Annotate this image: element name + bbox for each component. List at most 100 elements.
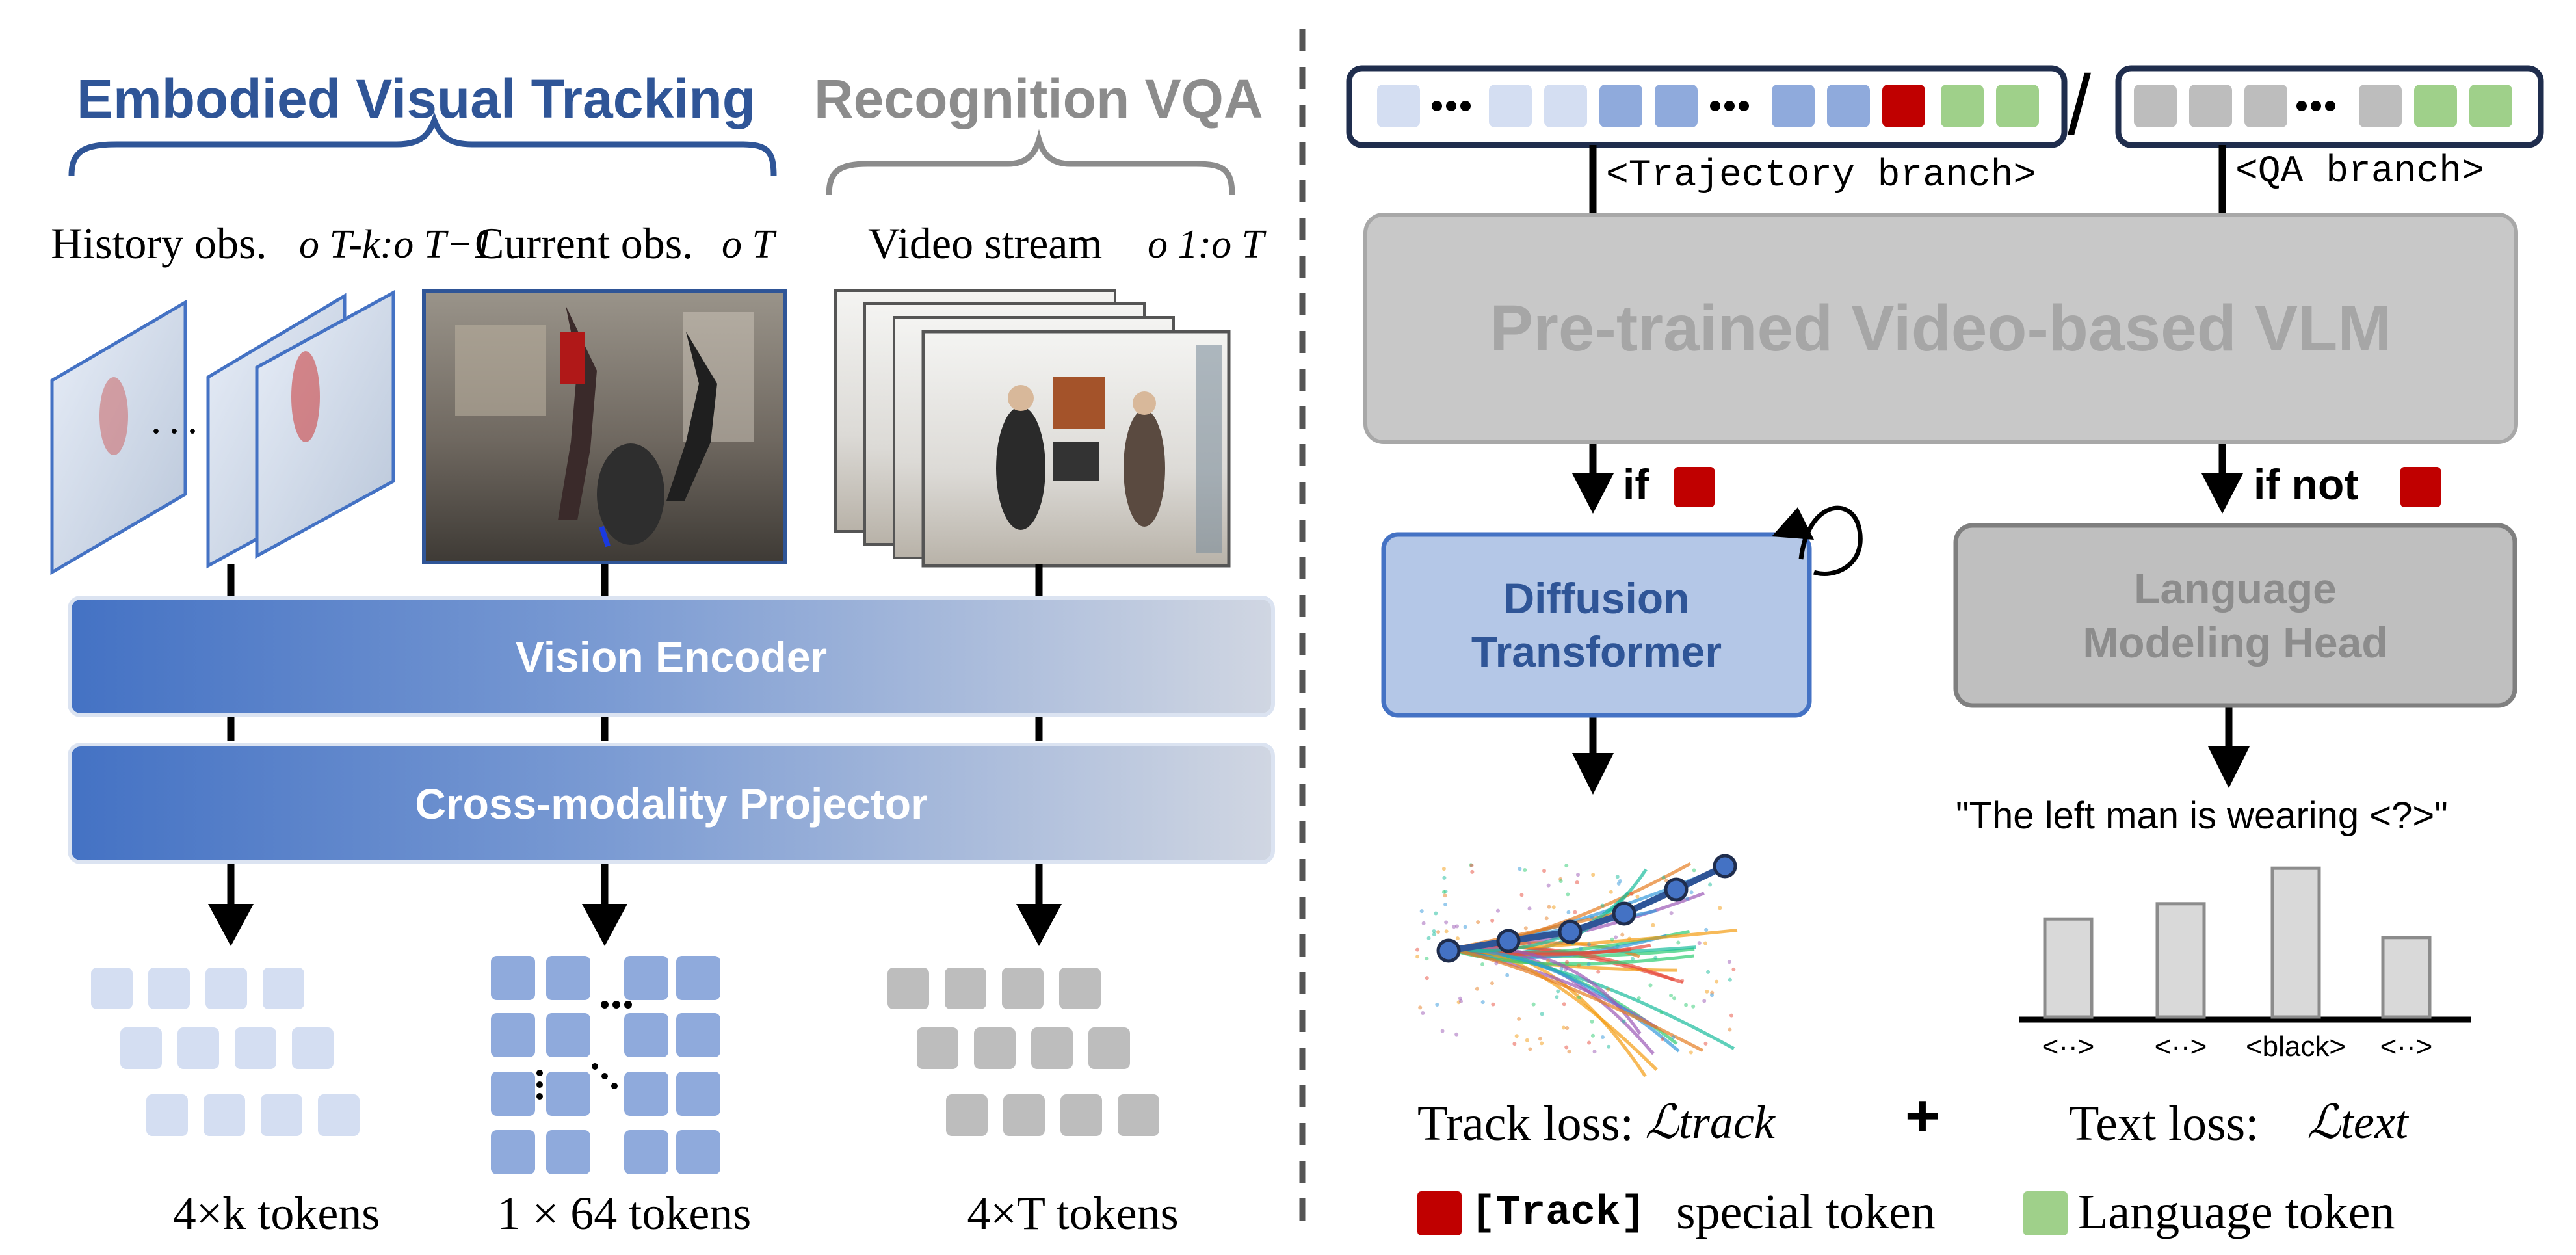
vision-token xyxy=(1377,85,1420,127)
trajectory-waypoint xyxy=(1664,877,1689,902)
diffusion-line2: Transformer xyxy=(1471,628,1722,676)
trajectory-noise-point xyxy=(1441,890,1446,894)
trajectory-noise-point xyxy=(1705,989,1709,994)
trajectory-noise-point xyxy=(1421,921,1426,925)
trajectory-noise-point xyxy=(1709,993,1714,997)
video-token xyxy=(1031,1027,1073,1069)
history-math: o T-k:o T−1 xyxy=(299,222,494,267)
trajectory-noise-point xyxy=(1564,1045,1569,1050)
strip-ellipsis-dot xyxy=(1739,101,1749,111)
legend-track-code: [Track] xyxy=(1471,1190,1646,1237)
diffusion-box-text: Diffusion Transformer xyxy=(1384,535,1809,715)
trajectory-noise-point xyxy=(1490,981,1494,986)
bar-label: <··> xyxy=(2154,1031,2207,1063)
trajectory-noise-point xyxy=(1685,896,1690,901)
trajectory-noise-point xyxy=(1566,910,1571,914)
current-token xyxy=(676,956,720,1000)
text-loss-label: Text loss: xyxy=(2069,1096,2259,1151)
video-token xyxy=(974,1027,1016,1069)
trajectory-noise-point xyxy=(1728,977,1732,982)
trajectory-waypoint xyxy=(1496,929,1521,953)
strip-ellipsis-dot xyxy=(2325,101,2335,111)
trajectory-noise-point xyxy=(1577,995,1581,999)
trajectory-noise-point xyxy=(1653,955,1658,960)
trajectory-noise-point xyxy=(1425,957,1429,961)
trajectory-noise-point xyxy=(1442,875,1447,880)
trajectory-noise-point xyxy=(1684,1003,1689,1007)
trajectory-noise-point xyxy=(1491,1002,1495,1007)
trajectory-noise-point xyxy=(1606,987,1610,992)
video-token xyxy=(1060,1094,1102,1136)
video-token xyxy=(887,968,929,1009)
trajectory-noise-point xyxy=(1587,942,1592,947)
history-token xyxy=(148,968,190,1009)
trajectory-noise-point xyxy=(1443,893,1447,898)
projector-label: Cross-modality Projector xyxy=(415,779,928,828)
strip-ellipsis-dot xyxy=(2296,101,2307,111)
qa-text: "The left man is wearing <?>" xyxy=(1956,795,2448,837)
title-vqa: Recognition VQA xyxy=(814,68,1263,129)
current-label: Current obs. xyxy=(475,218,694,268)
video-math: o 1:o T xyxy=(1148,222,1265,267)
history-token xyxy=(318,1094,360,1136)
trajectory-noise-point xyxy=(1575,880,1579,884)
trajectory-noise-point xyxy=(1443,903,1448,907)
trajectory-branch-label: <Trajectory branch> xyxy=(1606,155,2036,197)
tracking-brace xyxy=(68,112,777,176)
trajectory-noise-point xyxy=(1556,989,1560,994)
trajectory-noise-point xyxy=(1564,864,1569,868)
trajectory-noise-point xyxy=(1441,867,1446,871)
trajectory-noise-point xyxy=(1480,1000,1485,1005)
trajectory-noise-point xyxy=(1622,1019,1626,1024)
language-token xyxy=(1996,85,2039,127)
vision-token xyxy=(2189,85,2232,127)
trajectory-noise-point xyxy=(1463,925,1467,929)
vision-token xyxy=(2359,85,2402,127)
history-token xyxy=(120,1027,162,1069)
trajectory-noise-point xyxy=(1432,929,1436,934)
current-token xyxy=(624,1130,668,1174)
current-token xyxy=(491,1013,535,1057)
trajectory-noise-point xyxy=(1540,1041,1544,1046)
trajectory-noise-point xyxy=(1592,1050,1597,1054)
trajectory-noise-point xyxy=(1601,1035,1605,1039)
video-token xyxy=(1118,1094,1159,1136)
trajectory-noise-point xyxy=(1564,967,1568,971)
trajectory-noise-point xyxy=(1547,905,1551,909)
lm-head-box-text: Language Modeling Head xyxy=(1956,525,2515,706)
probability-bar xyxy=(2043,917,2094,1019)
history-label: History obs. xyxy=(51,218,267,268)
trajectory-plot xyxy=(1415,854,1738,1077)
history-token xyxy=(263,968,304,1009)
trajectory-noise-point xyxy=(1587,1040,1592,1045)
probability-bar xyxy=(2155,902,2206,1019)
trajectory-noise-point xyxy=(1636,996,1641,1001)
trajectory-noise-point xyxy=(1706,970,1711,974)
trajectory-noise-point xyxy=(1470,869,1475,874)
trajectory-noise-point xyxy=(1444,929,1449,934)
trajectory-noise-point xyxy=(1562,1002,1566,1007)
trajectory-noise-point xyxy=(1565,1026,1570,1031)
trajectory-noise-point xyxy=(1703,1041,1708,1046)
history-frames xyxy=(50,289,395,575)
current-token xyxy=(676,1130,720,1174)
trajectory-noise-point xyxy=(1425,976,1429,981)
trajectory-noise-point xyxy=(1546,958,1551,963)
if-label: if xyxy=(1623,460,1649,509)
trajectory-noise-point xyxy=(1616,881,1621,886)
trajectory-noise-point xyxy=(1691,1004,1696,1009)
trajectory-noise-point xyxy=(1672,996,1677,1001)
probability-bars xyxy=(2043,866,2432,1019)
trajectory-noise-point xyxy=(1600,903,1605,908)
trajectory-noise-point xyxy=(1506,955,1510,959)
trajectory-noise-point xyxy=(1718,906,1722,910)
trajectory-noise-point xyxy=(1525,1038,1529,1042)
trajectory-noise-point xyxy=(1419,909,1424,914)
trajectory-noise-point xyxy=(1629,892,1634,896)
trajectory-noise-point xyxy=(1591,873,1596,877)
trajectory-noise-point xyxy=(1669,993,1674,997)
lm-head-line2: Modeling Head xyxy=(2083,618,2388,667)
bar-label: <black> xyxy=(2245,1031,2346,1063)
qa-branch-label: <QA branch> xyxy=(2235,151,2484,193)
trajectory-noise-point xyxy=(1590,915,1594,919)
